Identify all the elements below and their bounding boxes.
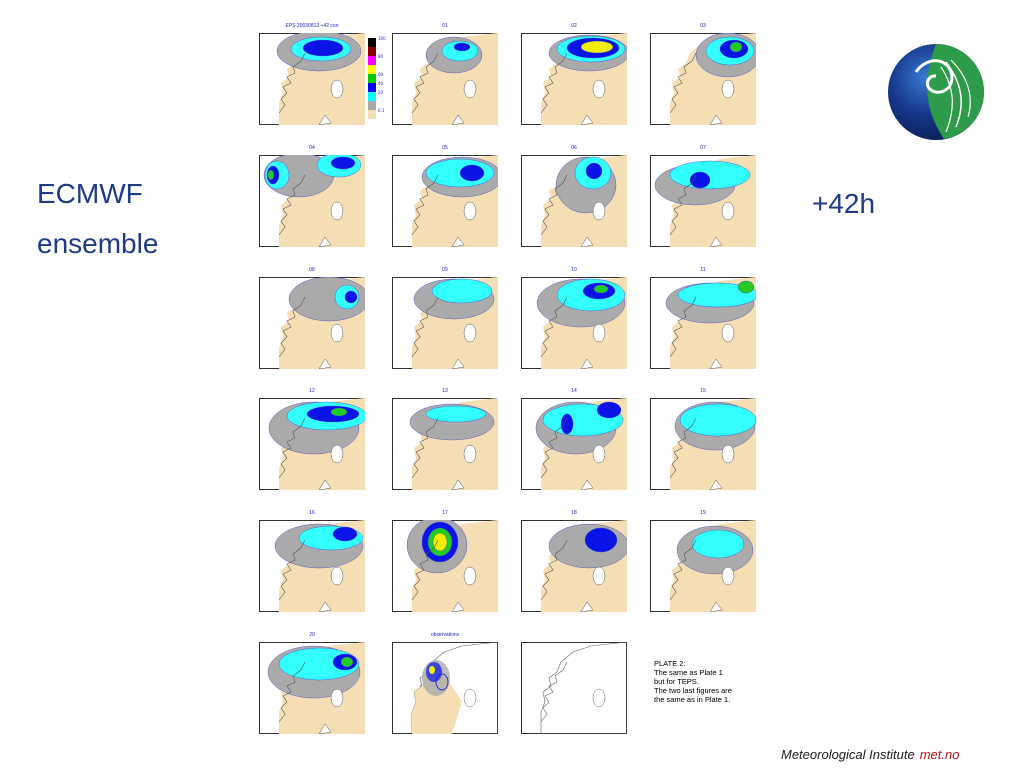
note-line: The same as Plate 1 [654, 668, 723, 677]
ensemble-member-map [521, 277, 627, 369]
panel-label: 14 [571, 388, 577, 394]
color-legend: 100 80 60 40 20 0.1 [368, 36, 386, 120]
legend-swatch [368, 47, 376, 56]
footer: Meteorological Institute met.no [781, 747, 959, 762]
plate-note: PLATE 2: The same as Plate 1 but for TEP… [654, 659, 764, 704]
legend-swatch [368, 92, 376, 101]
panel-label: 17 [442, 510, 448, 516]
legend-swatch [368, 56, 376, 65]
panel-label: 04 [309, 145, 315, 151]
panel-label: 13 [442, 388, 448, 394]
panel-label: 03 [700, 23, 706, 29]
panel-label: EPS 20030813 +42 con [285, 23, 339, 29]
ensemble-member-map [521, 33, 627, 125]
legend-level: 0.1 [378, 108, 385, 113]
ensemble-member-map [259, 33, 365, 125]
ensemble-member-map [521, 520, 627, 612]
ensemble-member-map [392, 33, 498, 125]
ensemble-member-map [650, 398, 756, 490]
ensemble-member-map [521, 642, 627, 734]
panel-label: 15 [700, 388, 706, 394]
panel-label: 12 [309, 388, 315, 394]
panel-label: 16 [309, 510, 315, 516]
ensemble-member-map [392, 520, 498, 612]
legend-level: 80 [378, 54, 384, 59]
ensemble-member-map [259, 642, 365, 734]
panel-label: 20 [309, 632, 315, 638]
ensemble-member-map [650, 155, 756, 247]
legend-level: 60 [378, 72, 384, 77]
panel-label: 19 [700, 510, 706, 516]
ensemble-member-map [521, 155, 627, 247]
legend-swatch [368, 38, 376, 47]
ensemble-member-map [392, 277, 498, 369]
panel-label: 10 [571, 267, 577, 273]
ensemble-member-map [650, 277, 756, 369]
ensemble-member-map [259, 155, 365, 247]
met-logo-icon [888, 44, 984, 140]
panel-label: 06 [571, 145, 577, 151]
note-line: the same as in Plate 1. [654, 695, 731, 704]
legend-level: 100 [378, 36, 386, 41]
slide-title-line2: ensemble [37, 228, 159, 259]
ensemble-member-map [259, 398, 365, 490]
legend-swatch [368, 83, 376, 92]
ensemble-member-map [259, 277, 365, 369]
ensemble-member-map [259, 520, 365, 612]
observation-map [392, 642, 498, 734]
panel-label: 02 [571, 23, 577, 29]
legend-swatch [368, 101, 376, 110]
panel-label: 05 [442, 145, 448, 151]
panel-label: 07 [700, 145, 706, 151]
legend-swatch [368, 65, 376, 74]
footer-institute: Meteorological Institute [781, 747, 915, 762]
panel-label: 09 [442, 267, 448, 273]
panel-label: 08 [309, 267, 315, 273]
legend-level: 20 [378, 90, 384, 95]
legend-level: 40 [378, 81, 384, 86]
ensemble-member-map [521, 398, 627, 490]
panel-label: 18 [571, 510, 577, 516]
legend-swatch [368, 110, 376, 119]
note-line: but for TEPS. [654, 677, 699, 686]
panel-label: observations [430, 632, 460, 638]
footer-brand: met.no [919, 747, 960, 762]
ensemble-member-map [392, 155, 498, 247]
lead-time-label: +42h [812, 188, 876, 219]
slide-title-line1: ECMWF [37, 178, 143, 209]
ensemble-member-map [392, 398, 498, 490]
note-line: The two last figures are [654, 686, 732, 695]
panel-label: 11 [700, 267, 706, 273]
ensemble-member-map [650, 33, 756, 125]
legend-swatch [368, 74, 376, 83]
note-line: PLATE 2: [654, 659, 686, 668]
ensemble-member-map [650, 520, 756, 612]
panel-label: 01 [442, 23, 448, 29]
